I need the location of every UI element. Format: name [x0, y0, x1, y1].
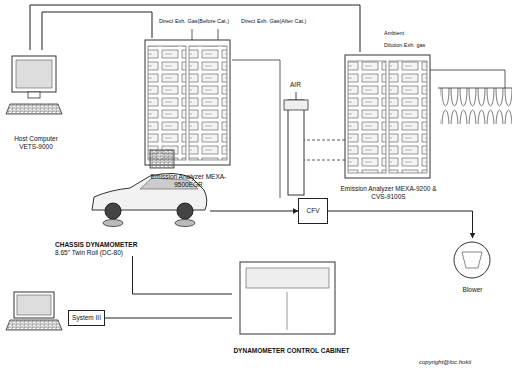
host-computer-icon-part: [12, 56, 56, 92]
blower-symbol: [454, 242, 490, 278]
control-cabinet: [240, 262, 335, 334]
dilution-tunnel-part: [284, 100, 308, 110]
control-cabinet-part: [287, 292, 288, 330]
node-label: CFV: [307, 207, 320, 214]
analyzer-cabinet-1-part: [232, 60, 280, 61]
connector-line: [42, 12, 152, 50]
sample-bags-part: [440, 88, 512, 124]
host-computer-icon-part: [6, 104, 62, 114]
connector-line: [328, 211, 473, 238]
flow-label: Direct Exh. Gas(Before Cat.): [158, 18, 230, 24]
analyzer-cabinet-1-part: [218, 29, 219, 40]
test-vehicle: [92, 150, 207, 227]
flow-label: Direct Exh. Gas(After Cat.): [240, 18, 307, 24]
analyzer-cabinet-1-part: [145, 40, 230, 165]
system-computer-icon: [6, 292, 62, 330]
sample-bags: [438, 88, 512, 124]
system-computer-icon-part: [14, 292, 54, 318]
flow-label: AIR: [289, 81, 302, 88]
test-vehicle-part: [150, 150, 174, 168]
analyzer-cabinet-2-part: [345, 55, 430, 178]
system-computer-icon-part: [17, 295, 51, 315]
dilution-tunnel: [284, 92, 308, 195]
control-cabinet-part: [246, 268, 329, 288]
analyzer-cabinet-1-part: [280, 60, 281, 198]
node-label: DYNAMOMETER CONTROL CABINET: [233, 347, 349, 354]
blower-symbol-part: [454, 242, 490, 278]
cfv-box: CFV: [298, 198, 328, 224]
system-computer-icon-part: [6, 320, 62, 330]
analyzer-cabinet-1-part: [189, 46, 227, 160]
analyzer-cabinet-2-part: [430, 70, 505, 71]
analyzer-cabinet-1-part: [192, 29, 193, 40]
flow-label: Dilution Exh. gas: [383, 42, 426, 48]
test-vehicle-part: [177, 203, 193, 219]
analyzer-node: Emission Analyzer MEXA-9500EGR: [140, 38, 237, 188]
connector-line: [210, 211, 298, 212]
host-computer-icon-part: [16, 60, 52, 88]
host-computer-icon: [6, 56, 62, 114]
analyzer-cabinet-1-part: [148, 46, 186, 160]
node-label: Emission Analyzer MEXA-9200 & CVS-9100S: [340, 185, 437, 200]
host-computer-icon-part: [28, 92, 40, 98]
node-label: 8.65" Twin Roll (DC-80): [55, 249, 123, 256]
test-vehicle-part: [105, 203, 121, 219]
analyzer-cabinet-2-part: [389, 61, 427, 173]
node-label: Blower: [463, 286, 483, 293]
analyzer-cabinet-1: [145, 29, 280, 198]
analyzer-cabinet-2-part: [302, 160, 345, 161]
dynamometer-node: CHASSIS DYNAMOMETER8.65" Twin Roll (DC-8…: [55, 170, 210, 256]
node-label: System III: [72, 314, 101, 321]
analyzer-cabinet-2-part: [348, 61, 386, 173]
sample-bags-part: [438, 88, 512, 89]
blower-symbol-part: [462, 252, 482, 268]
blower-node: Blower: [445, 238, 500, 293]
computer-node: Host Computer VETS-9000: [4, 50, 68, 150]
test-vehicle-part: [175, 220, 195, 227]
dilution-tunnel-part: [288, 100, 304, 195]
connector-line: [133, 256, 233, 294]
test-vehicle-part: [103, 220, 123, 227]
node-label: Host Computer VETS-9000: [4, 135, 68, 150]
analyzer-cabinet-2-part: [505, 70, 506, 88]
connector-line: [30, 5, 360, 52]
analyzer-cabinet-2-part: [302, 140, 345, 141]
node-label: CHASSIS DYNAMOMETER: [55, 241, 137, 248]
analyzer-node: Emission Analyzer MEXA-9200 & CVS-9100S: [340, 52, 437, 200]
flow-label: Ambient: [383, 30, 405, 36]
node-label: Emission Analyzer MEXA-9500EGR: [140, 173, 237, 188]
watermark: copyright@loc.hokii: [418, 359, 472, 366]
dilution-tunnel-part: [296, 92, 297, 100]
control-cabinet-node: DYNAMOMETER CONTROL CABINET: [232, 256, 351, 354]
software-box: System III: [68, 310, 105, 326]
control-cabinet-part: [240, 262, 335, 334]
connector-line: [105, 318, 232, 319]
